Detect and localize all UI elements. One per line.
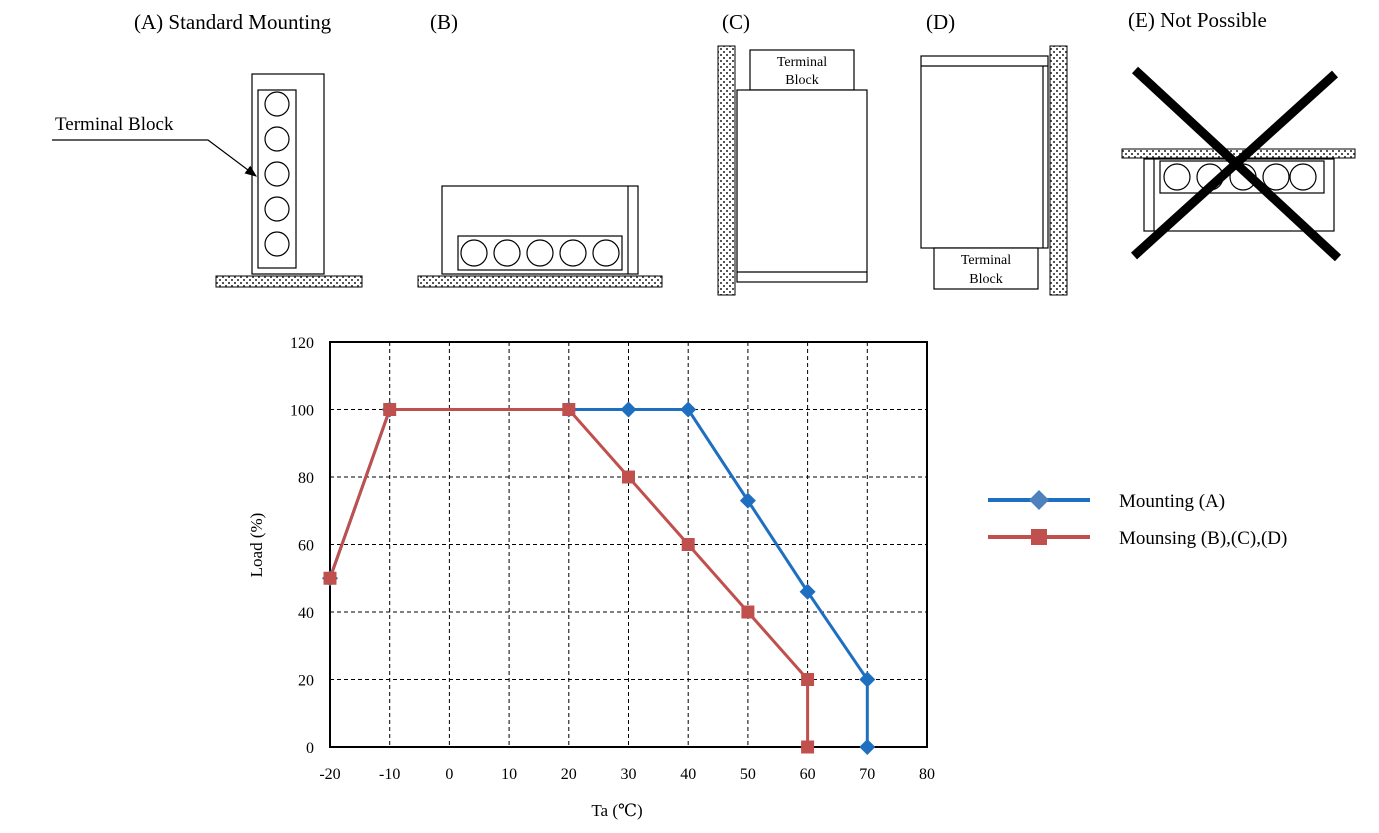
- legend-item-a: Mounting (A): [988, 490, 1225, 512]
- data-point-b: [741, 605, 755, 619]
- terminal-block-c: [749, 49, 855, 91]
- y-tick-label: 40: [298, 605, 314, 622]
- x-tick-label: 50: [740, 766, 756, 783]
- diagram-e-caption: (E) Not Possible: [1128, 8, 1267, 32]
- terminal-block-c-label-1: Terminal: [777, 55, 827, 70]
- legend-marker-square-b: [1031, 529, 1047, 545]
- mounting-wall-c: [717, 45, 736, 296]
- data-point-a: [620, 401, 637, 418]
- diagram-c: (C) Terminal Block: [717, 10, 868, 296]
- y-tick-label: 80: [298, 470, 314, 487]
- y-tick-label: 120: [290, 335, 314, 352]
- diagram-c-caption: (C): [722, 10, 750, 34]
- series-layer: [322, 401, 876, 755]
- data-point-a: [799, 583, 816, 600]
- x-tick-label: -20: [319, 766, 340, 783]
- mounting-surface-b: [417, 275, 663, 288]
- legend-label-a: Mounting (A): [1119, 491, 1225, 512]
- x-axis-title: Ta (℃): [591, 801, 642, 820]
- data-point-b: [323, 571, 337, 585]
- data-point-b: [562, 403, 576, 416]
- y-tick-label: 60: [298, 538, 314, 555]
- chart-legend: Mounting (A) Mounsing (B),(C),(D): [988, 490, 1287, 549]
- x-tick-label: 40: [680, 766, 696, 783]
- data-point-b: [383, 403, 397, 416]
- diagram-a-caption: (A) Standard Mounting: [134, 10, 332, 34]
- series-b: [323, 403, 815, 754]
- mounting-surface-a: [215, 275, 363, 288]
- diagram-d-caption: (D): [926, 10, 955, 34]
- data-point-b: [681, 538, 695, 551]
- data-point-a: [680, 401, 697, 418]
- callout-arrow: [52, 139, 257, 177]
- terminal-screws-e: [1163, 163, 1317, 191]
- data-point-a: [739, 492, 756, 509]
- terminal-block-d-label-2: Block: [969, 272, 1002, 287]
- data-point-b: [801, 740, 815, 754]
- x-tick-label: 30: [621, 766, 637, 783]
- y-axis-title: Load (%): [247, 513, 266, 578]
- diagram-d: (D) Terminal Block: [920, 10, 1068, 296]
- data-point-a: [859, 739, 876, 755]
- y-tick-labels: 0 20 40 60 80 100 120: [290, 335, 314, 757]
- x-tick-label: 0: [445, 766, 453, 783]
- y-tick-label: 100: [290, 403, 314, 420]
- terminal-screws-b: [460, 239, 620, 267]
- legend-marker-diamond-a: [1029, 490, 1049, 510]
- data-point-b: [622, 470, 635, 484]
- diagram-b: (B): [417, 10, 663, 288]
- data-point-b: [801, 673, 815, 686]
- mounting-wall-d: [1049, 45, 1068, 296]
- data-point-a: [859, 671, 876, 688]
- terminal-screws-a: [264, 91, 290, 257]
- x-tick-labels: -20 -10 0 10 20 30 40 50 60 70 80: [319, 766, 935, 783]
- diagram-b-caption: (B): [430, 10, 458, 34]
- legend-item-b: Mounsing (B),(C),(D): [988, 528, 1287, 549]
- module-body-c: [736, 89, 868, 283]
- legend-label-b: Mounsing (B),(C),(D): [1119, 528, 1287, 549]
- y-tick-label: 20: [298, 673, 314, 690]
- x-tick-label: 70: [859, 766, 875, 783]
- terminal-block-d: [933, 247, 1039, 290]
- module-body-d: [920, 55, 1049, 249]
- terminal-block-callout: Terminal Block: [55, 114, 174, 135]
- terminal-block-d-label-1: Terminal: [961, 253, 1011, 268]
- x-tick-label: 80: [919, 766, 935, 783]
- x-tick-label: 10: [501, 766, 517, 783]
- y-tick-label: 0: [306, 740, 314, 757]
- terminal-block-c-label-2: Block: [785, 73, 818, 88]
- diagram-e: (E) Not Possible: [1121, 8, 1356, 262]
- x-tick-label: -10: [379, 766, 400, 783]
- x-tick-label: 20: [561, 766, 577, 783]
- diagram-a: (A) Standard Mounting Terminal Block: [52, 10, 363, 288]
- series-line-b: [328, 408, 810, 747]
- x-tick-label: 60: [800, 766, 816, 783]
- not-possible-cross-icon: [1130, 66, 1342, 262]
